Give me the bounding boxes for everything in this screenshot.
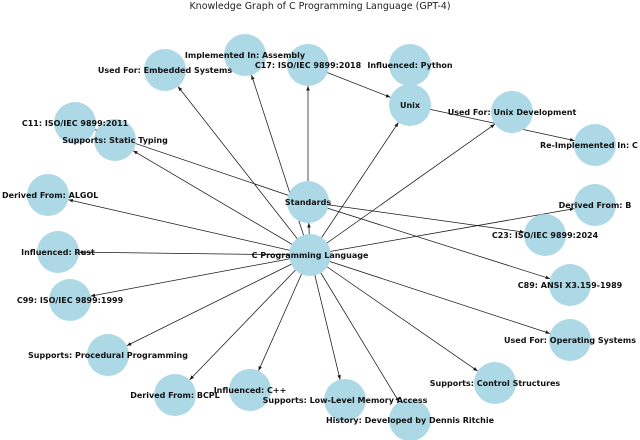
edge-c-bcpl (189, 254, 311, 381)
node-label-history: History: Developed by Dennis Ritchie (326, 416, 495, 425)
edge-c-history (309, 254, 400, 403)
edge-c-typing (132, 150, 311, 256)
node-label-embedded: Used For: Embedded Systems (98, 66, 232, 75)
node-label-control: Supports: Control Structures (430, 379, 561, 388)
node-label-c23: C23: ISO/IEC 9899:2024 (492, 231, 599, 240)
node-rust[interactable] (37, 231, 79, 273)
node-unixdev[interactable] (491, 91, 533, 133)
node-c89[interactable] (549, 264, 591, 306)
node-label-c89: C89: ANSI X3.159-1989 (518, 281, 623, 290)
node-os[interactable] (549, 319, 591, 361)
edge-c-cpp (258, 254, 311, 371)
node-layer (27, 34, 616, 440)
node-label-c99: C99: ISO/IEC 9899:1999 (17, 296, 124, 305)
edge-standards-c89 (307, 201, 551, 280)
node-label-assembly: Implemented In: Assembly (185, 51, 306, 60)
node-label-standards: Standards (285, 198, 331, 207)
edge-layer (68, 64, 575, 403)
edge-unix-reimpl (409, 104, 575, 142)
node-algol[interactable] (27, 174, 69, 216)
edge-c-assembly (251, 74, 311, 256)
node-cpp[interactable] (229, 369, 271, 411)
node-label-rust: Influenced: Rust (21, 248, 95, 257)
node-label-unixdev: Used For: Unix Development (448, 108, 577, 117)
node-label-c: C Programming Language (252, 251, 369, 260)
edge-c-c99 (90, 254, 311, 298)
node-standards[interactable] (287, 181, 329, 223)
node-c99[interactable] (49, 279, 91, 321)
node-c11[interactable] (54, 102, 96, 144)
edge-c-control (309, 254, 478, 372)
node-label-memory: Supports: Low-Level Memory Access (263, 396, 428, 405)
node-label-typing: Supports: Static Typing (62, 136, 168, 145)
node-label-bcpl: Derived From: BCPL (130, 391, 220, 400)
node-c[interactable] (289, 234, 331, 276)
edge-c-b (309, 207, 575, 256)
node-c23[interactable] (524, 214, 566, 256)
node-label-python: Influenced: Python (367, 61, 453, 70)
edge-c-os (309, 254, 551, 334)
node-memory[interactable] (324, 379, 366, 421)
node-label-c11: C11: ISO/IEC 9899:2011 (22, 119, 129, 128)
node-history[interactable] (389, 399, 431, 440)
graph-title: Knowledge Graph of C Programming Languag… (189, 1, 450, 12)
node-unix[interactable] (389, 84, 431, 126)
node-control[interactable] (474, 362, 516, 404)
label-layer: C Programming Language Standards Unix Imple… (2, 51, 638, 425)
edge-c-memory (309, 254, 341, 380)
node-label-b: Derived From: B (559, 201, 632, 210)
node-typing[interactable] (94, 119, 136, 161)
node-c17[interactable] (287, 44, 329, 86)
node-label-procedural: Supports: Procedural Programming (28, 351, 188, 360)
edge-c-procedural (126, 254, 311, 347)
node-embedded[interactable] (144, 49, 186, 91)
edge-standards-c23 (307, 201, 525, 234)
node-label-os: Used For: Operating Systems (504, 336, 636, 345)
node-label-cpp: Influenced: C++ (214, 386, 287, 395)
edge-c-algol (68, 198, 311, 256)
node-bcpl[interactable] (154, 374, 196, 416)
node-procedural[interactable] (87, 334, 129, 376)
edge-c-unixdev (309, 123, 496, 256)
node-b[interactable] (574, 184, 616, 226)
node-label-unix: Unix (400, 101, 421, 110)
node-python[interactable] (389, 44, 431, 86)
node-assembly[interactable] (224, 34, 266, 76)
node-label-reimpl: Re-Implemented In: C (540, 141, 638, 150)
edge-c-embedded (177, 86, 311, 256)
node-label-algol: Derived From: ALGOL (2, 191, 98, 200)
edge-c-unix (309, 122, 399, 256)
node-reimpl[interactable] (574, 124, 616, 166)
edge-c-rust (78, 250, 311, 256)
node-label-c17: C17: ISO/IEC 9899:2018 (255, 61, 362, 70)
